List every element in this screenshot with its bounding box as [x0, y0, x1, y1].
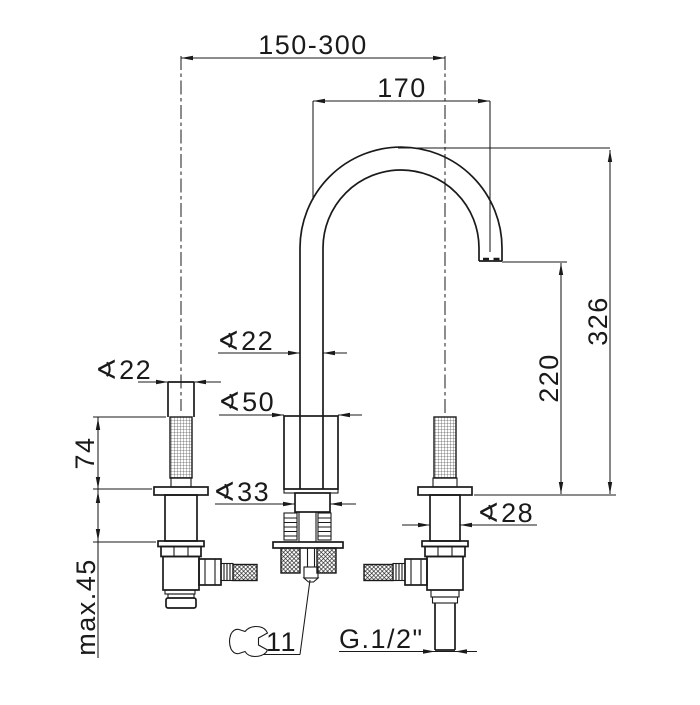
right-handle-knurl: [433, 416, 457, 479]
left-valve: [153, 381, 258, 609]
right-stud: [317, 512, 332, 541]
spout-outer-profile: [299, 146, 503, 489]
dim-label-handle-height: 74: [70, 436, 100, 469]
left-handle-stem: [167, 381, 195, 417]
dim-lines-left-vertical: [93, 416, 166, 658]
right-braided-hose: [363, 563, 394, 582]
dim-label-wrench-size: 11: [266, 627, 297, 657]
spout-inner-profile: [322, 169, 480, 489]
dim-label-outlet-height: 220: [534, 353, 564, 403]
right-hose-tail: [316, 547, 337, 574]
ext-lines-spout-reach: [312, 101, 491, 252]
spout: [299, 146, 503, 489]
arrowheads: [95, 55, 613, 654]
dim-label-max-deck-thickness: max.45: [71, 558, 101, 656]
dim-label-spout-base-diameter: ∢50: [218, 387, 275, 417]
right-inlet-tailpiece: [434, 603, 456, 651]
dim-line-outlet-height: [502, 261, 567, 494]
spout-base-column: [283, 415, 339, 513]
dim-label-spout-reach: 170: [377, 73, 427, 103]
leader-line-wrench: [263, 579, 311, 656]
dim-label-handle-spacing: 150-300: [258, 30, 368, 60]
left-handle-knurl: [169, 416, 193, 479]
dimension-lines: [93, 57, 616, 658]
underdeck-center-assembly: [272, 512, 344, 583]
left-braided-hose: [232, 563, 258, 582]
dim-label-valve-body-diameter: ∢28: [477, 498, 534, 528]
right-ring: [431, 596, 459, 604]
left-bottom-cap: [165, 597, 197, 609]
dim-label-overall-height: 326: [583, 296, 613, 346]
dim-label-locknut-diameter: ∢33: [213, 477, 270, 507]
locknut-d33: [294, 492, 331, 513]
labels: 150-300 170 326 220 74 max.45 ∢22 ∢22 ∢5…: [70, 30, 613, 657]
wrench-icon: [228, 625, 269, 658]
dim-line-overall-height: [398, 147, 611, 494]
centerlines: [180, 56, 446, 414]
center-inlet-tube: [298, 512, 317, 542]
mounting-stud: [302, 548, 320, 583]
dim-label-handle-stem-diameter: ∢22: [95, 355, 152, 385]
left-stud: [283, 512, 298, 541]
right-valve: [363, 416, 473, 651]
dim-label-inlet-thread: G.1/2": [339, 624, 424, 654]
dim-label-spout-tube-diameter: ∢22: [217, 326, 274, 356]
left-hose-tail: [280, 547, 301, 574]
